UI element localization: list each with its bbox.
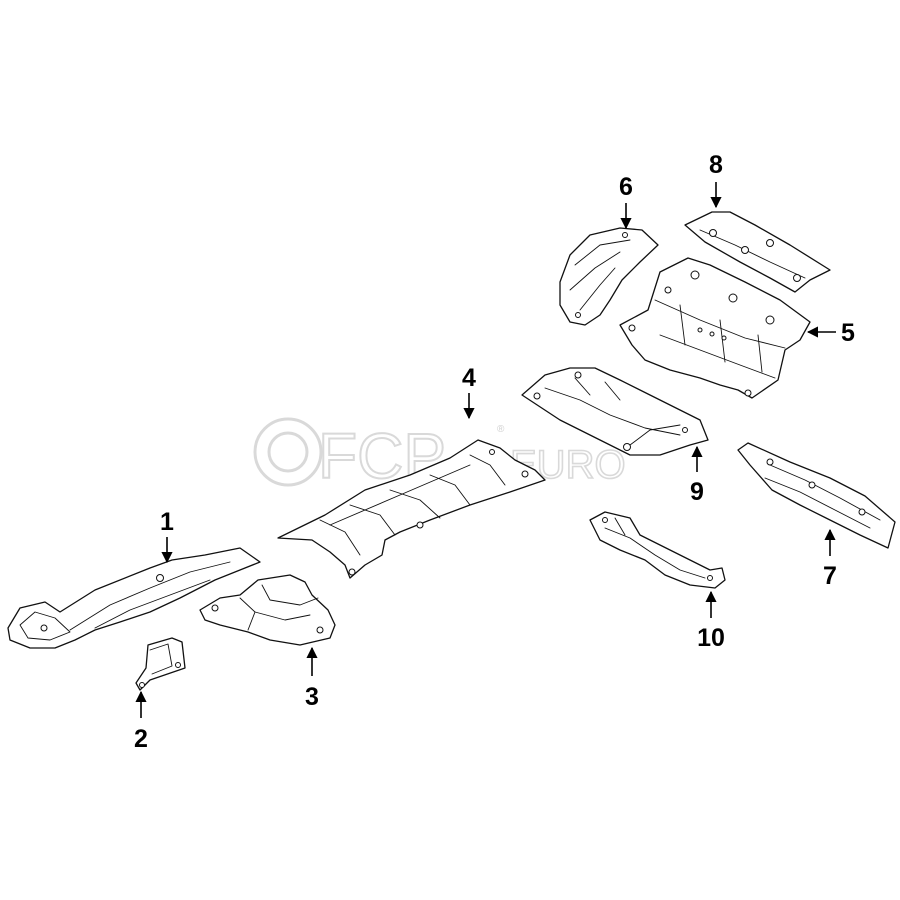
watermark-ring-icon — [253, 417, 323, 487]
callout-6: 6 — [619, 173, 633, 201]
part-1-front-heat-shield — [7, 547, 261, 649]
callout-1: 1 — [160, 508, 174, 536]
watermark-registered-mark: ® — [497, 424, 505, 435]
callout-10: 10 — [697, 624, 725, 652]
part-3-heat-shield — [199, 574, 336, 646]
callout-3: 3 — [305, 683, 319, 711]
part-10-heat-shield — [589, 511, 726, 589]
callout-9: 9 — [690, 478, 704, 506]
part-9-heat-shield — [521, 367, 709, 456]
part-5-rear-heat-shield — [619, 257, 811, 399]
watermark-inner-ring-icon — [267, 431, 309, 473]
callout-8: 8 — [709, 151, 723, 179]
callout-2: 2 — [134, 725, 148, 753]
callout-labels: 1 2 3 4 5 6 7 8 9 10 — [134, 151, 855, 753]
part-8-flat-heat-shield — [684, 211, 831, 293]
leader-lines — [135, 182, 836, 718]
part-6-curved-heat-shield — [559, 227, 659, 326]
callout-4: 4 — [462, 364, 476, 392]
part-2-bracket — [135, 637, 186, 691]
part-7-side-heat-shield — [737, 442, 896, 549]
callout-7: 7 — [823, 562, 837, 590]
part-4-tunnel-heat-shield — [277, 439, 546, 579]
callout-5: 5 — [841, 319, 855, 347]
